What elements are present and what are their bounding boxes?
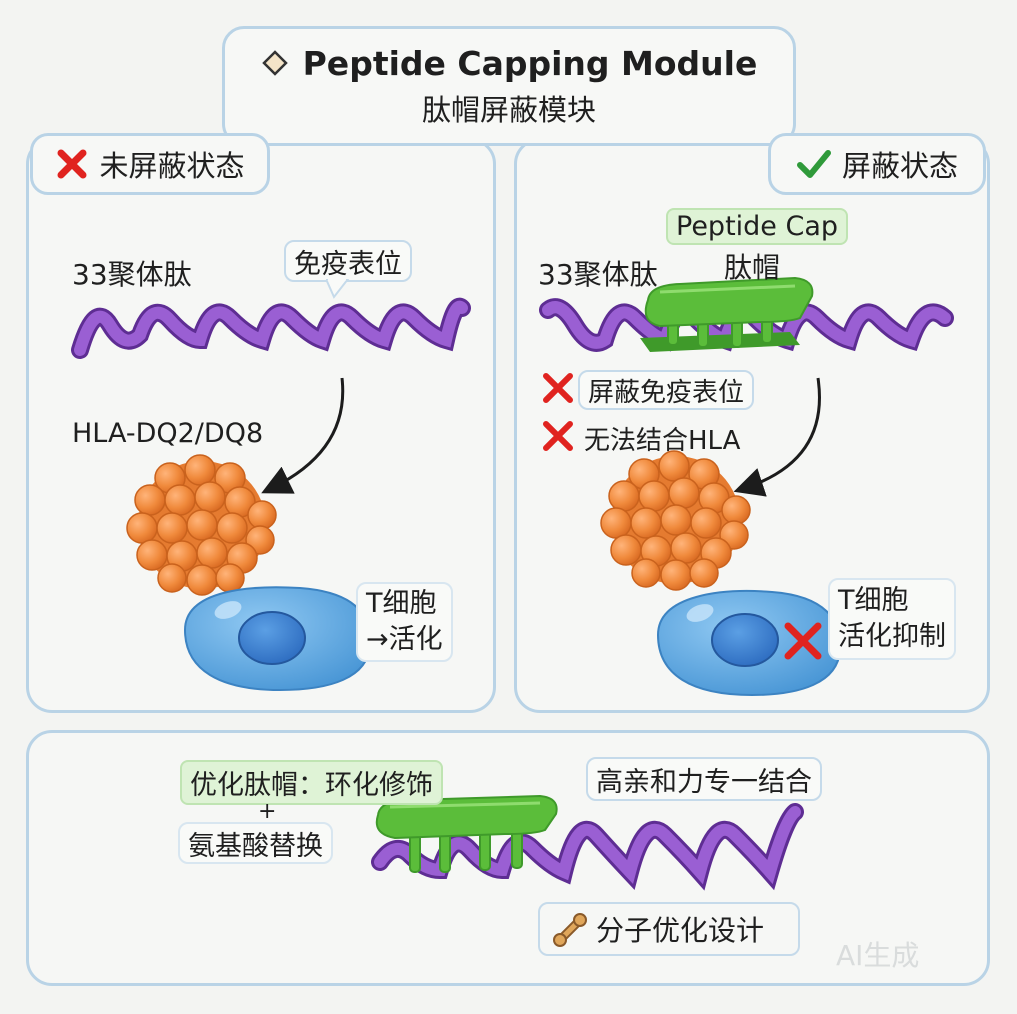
page-subtitle: 肽帽屏蔽模块 — [421, 92, 596, 127]
left-tcell-callout: T细胞 →活化 — [356, 582, 453, 662]
right-hla-cluster — [600, 450, 751, 591]
left-hla-cluster — [126, 454, 277, 596]
shielded-status-label: 屏蔽状态 — [841, 149, 958, 183]
plus-sign: + — [258, 799, 277, 824]
left-tcell-line2: →活化 — [366, 624, 443, 655]
cross-icon — [543, 373, 573, 403]
bottom-peptide-cap — [375, 794, 558, 873]
page-title: Peptide Capping Module — [302, 43, 758, 83]
cap-label-en: Peptide Cap — [666, 208, 849, 245]
watermark: AI生成 — [836, 939, 920, 972]
optimization-label: 优化肽帽：环化修饰 — [180, 760, 443, 805]
epitope-callout: 免疫表位 — [284, 240, 412, 282]
left-binding-arrow — [261, 377, 345, 494]
left-peptide-label: 33聚体肽 — [72, 258, 192, 291]
unshielded-status-label: 未屏蔽状态 — [99, 149, 245, 183]
cap-label-cn: 肽帽 — [724, 251, 781, 284]
epitope-label: 免疫表位 — [294, 248, 402, 280]
wrench-icon — [553, 913, 587, 947]
effect1-label: 屏蔽免疫表位 — [588, 377, 745, 408]
right-peptide-cap — [640, 276, 814, 352]
left-tcell-line1: T细胞 — [366, 588, 437, 619]
callout-pointer — [326, 279, 350, 299]
cross-icon — [784, 622, 822, 660]
check-icon — [796, 150, 831, 178]
header-box: Peptide Capping Module 肽帽屏蔽模块 — [222, 26, 796, 146]
effect2-label: 无法结合HLA — [584, 426, 741, 456]
right-tcell-callout: T细胞 活化抑制 — [828, 578, 956, 660]
diamond-icon — [261, 50, 288, 76]
aa-substitution-label: 氨基酸替换 — [188, 830, 323, 862]
effect1-box: 屏蔽免疫表位 — [578, 370, 755, 410]
cross-icon — [543, 421, 573, 451]
right-tcell-line2: 活化抑制 — [838, 621, 946, 652]
right-tcell-line1: T细胞 — [838, 585, 909, 616]
right-t-cell — [656, 590, 842, 697]
right-peptide-label: 33聚体肽 — [538, 258, 658, 291]
hla-label: HLA-DQ2/DQ8 — [72, 418, 264, 449]
affinity-box: 高亲和力专一结合 — [586, 757, 822, 801]
aa-substitution-box: 氨基酸替换 — [178, 822, 333, 864]
shielded-status-tab: 屏蔽状态 — [768, 133, 986, 195]
right-binding-arrow — [733, 377, 821, 497]
design-label: 分子优化设计 — [596, 914, 765, 947]
cross-icon — [57, 149, 87, 179]
design-box: 分子优化设计 — [538, 902, 800, 956]
unshielded-status-tab: 未屏蔽状态 — [30, 133, 270, 195]
affinity-label: 高亲和力专一结合 — [596, 766, 812, 798]
left-peptide-helix — [71, 297, 471, 359]
left-t-cell — [183, 586, 372, 692]
